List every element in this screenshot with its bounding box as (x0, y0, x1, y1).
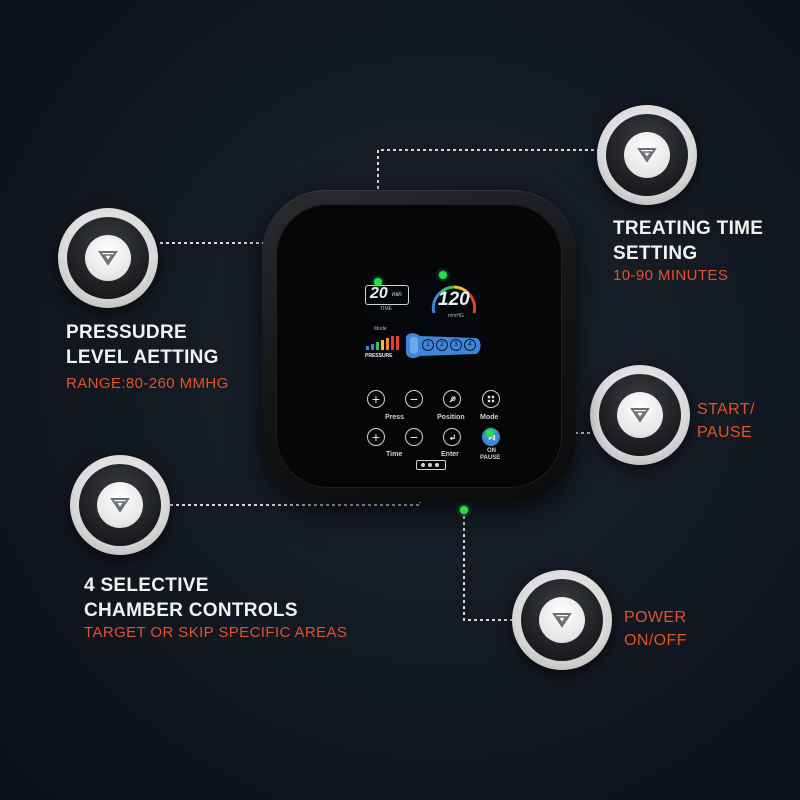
time-minus-button[interactable]: − (405, 428, 423, 446)
time-callout-title: TREATING TIME SETTING (613, 218, 764, 264)
power-callout: POWER ON/OFF (624, 609, 687, 649)
pressure-value: 120 (438, 289, 470, 310)
time-value: 20 (370, 285, 388, 302)
control-panel: 20 min TIME 120 mmHG Mode PRESSURE (276, 204, 562, 488)
chamber-callout-title: 4 SELECTIVE CHAMBER CONTROLS (84, 575, 298, 621)
start-pause-knob (590, 365, 690, 465)
pressure-gauge-arc (431, 285, 477, 314)
control-unit: 20 min TIME 120 mmHG Mode PRESSURE (262, 190, 576, 502)
lcd-display: 20 min TIME 120 mmHG Mode PRESSURE (362, 276, 484, 364)
time-readout-box (365, 285, 409, 305)
time-label: TIME (380, 306, 392, 312)
pressure-label: PRESSURE (365, 353, 393, 359)
pressure-knob (58, 208, 158, 308)
time-unit: min (392, 292, 402, 298)
time-indicator-dot (374, 278, 382, 286)
time-button-label: Time (386, 451, 403, 458)
pressure-unit: mmHG (448, 313, 464, 319)
on-label: ON (487, 448, 496, 454)
chamber-3: 3 (450, 339, 462, 351)
chamber-4: 4 (464, 339, 476, 351)
pause-label: PAUSE (480, 455, 501, 461)
press-label: Press (385, 414, 405, 421)
start-pause-callout: START/ PAUSE (697, 401, 755, 441)
pressure-callout-sub: RANGE:80-260 MMHG (66, 375, 229, 392)
position-icon (448, 395, 456, 403)
press-minus-button[interactable]: − (405, 390, 423, 408)
chamber-1: 1 (422, 339, 434, 351)
pressure-level-bars (366, 336, 402, 350)
diamond-logo-icon (637, 148, 657, 163)
mode-label: Mode (374, 326, 387, 332)
enter-label: Enter (441, 451, 459, 458)
pressure-indicator-dot (439, 271, 447, 279)
press-plus-button[interactable]: + (367, 390, 385, 408)
power-knob (512, 570, 612, 670)
diamond-logo-icon (552, 613, 572, 628)
time-callout-sub: 10-90 MINUTES (613, 267, 729, 284)
enter-button[interactable] (443, 428, 461, 446)
time-knob (597, 105, 697, 205)
chamber-callout-sub: TARGET OR SKIP SPECIFIC AREAS (84, 624, 348, 641)
position-label: Position (437, 414, 465, 421)
time-plus-button[interactable]: + (367, 428, 385, 446)
power-indicator-dot (460, 506, 468, 514)
chamber-selector-button[interactable] (416, 460, 446, 470)
position-button[interactable] (443, 390, 461, 408)
mode-button[interactable] (482, 390, 500, 408)
chamber-knob (70, 455, 170, 555)
diamond-logo-icon (110, 498, 130, 513)
start-pause-indicator-dot (486, 429, 494, 437)
diamond-logo-icon (630, 408, 650, 423)
pressure-callout-title: PRESSUDRE LEVEL AETTING (66, 322, 219, 368)
chamber-2: 2 (436, 339, 448, 351)
diamond-logo-icon (98, 251, 118, 266)
chamber-indicators: 1 2 3 4 (422, 339, 480, 353)
mode-button-label: Mode (480, 414, 499, 421)
grid-icon (487, 395, 495, 403)
enter-icon (449, 434, 455, 440)
